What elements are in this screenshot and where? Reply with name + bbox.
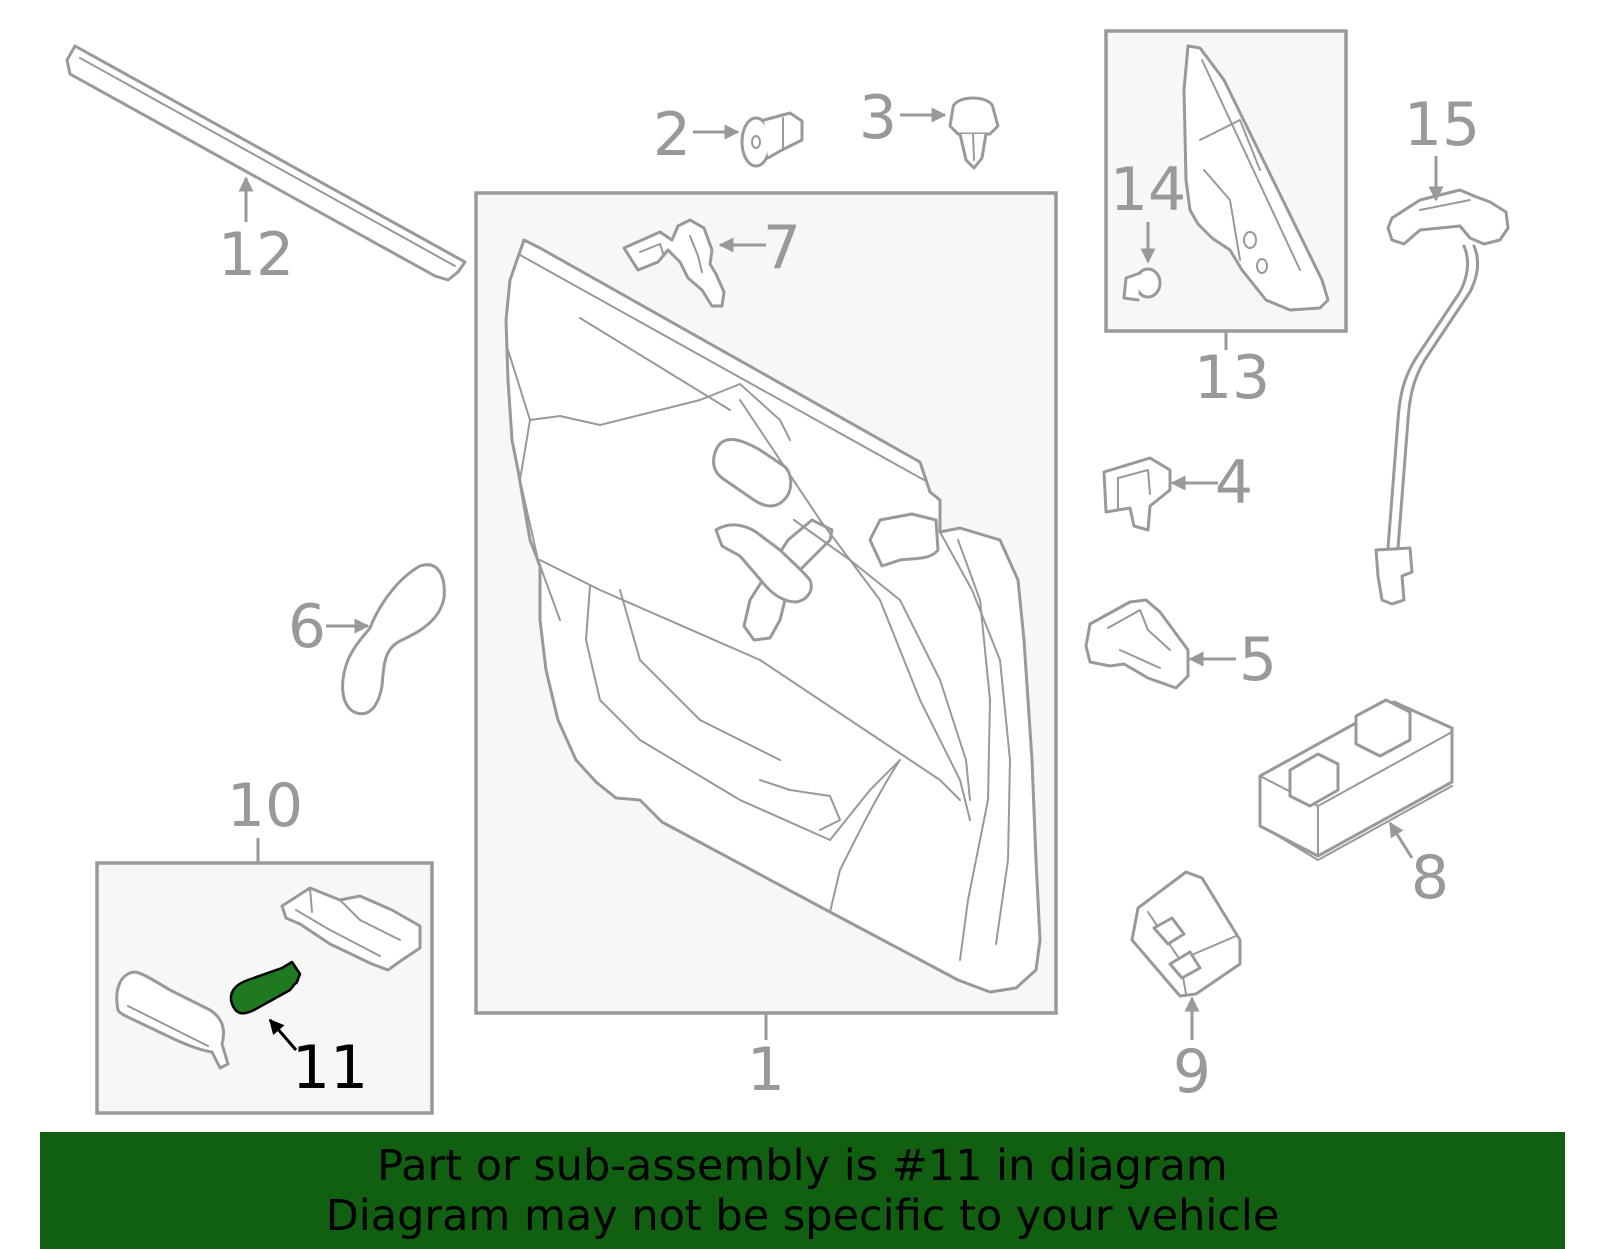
callout-9: 9 xyxy=(1173,1037,1211,1107)
part-6-pad xyxy=(341,563,446,716)
part-10-handle-base xyxy=(280,886,422,972)
callout-8: 8 xyxy=(1411,843,1449,913)
callout-12: 12 xyxy=(218,220,294,290)
leader-8 xyxy=(1388,821,1414,859)
banner-line-1: Part or sub-assembly is #11 in diagram xyxy=(377,1140,1228,1191)
leader-11 xyxy=(268,1018,298,1051)
callout-7: 7 xyxy=(763,213,801,283)
banner-line-2: Diagram may not be specific to your vehi… xyxy=(325,1190,1280,1241)
callout-3: 3 xyxy=(859,83,897,153)
callout-2: 2 xyxy=(653,100,691,170)
callout-6: 6 xyxy=(288,592,326,662)
callout-11: 11 xyxy=(292,1033,368,1103)
part-5-bracket xyxy=(1084,598,1190,690)
part-3-push-clip xyxy=(948,96,1000,170)
part-7-bracket xyxy=(622,218,726,308)
callout-4: 4 xyxy=(1215,448,1253,518)
callout-10: 10 xyxy=(227,771,303,841)
info-banner: Part or sub-assembly is #11 in diagram D… xyxy=(40,1132,1565,1249)
callout-5: 5 xyxy=(1239,625,1277,695)
part-12-weatherstrip xyxy=(65,44,467,282)
callout-15: 15 xyxy=(1404,90,1480,160)
part-13-garnish xyxy=(1182,44,1330,312)
part-9-switch xyxy=(1130,870,1242,998)
part-2-clip xyxy=(740,111,804,168)
part-14-screw xyxy=(1122,267,1162,302)
callout-1: 1 xyxy=(747,1035,785,1105)
callout-13: 13 xyxy=(1194,343,1270,413)
part-11-bulb xyxy=(229,960,302,1015)
part-4-clip xyxy=(1102,456,1172,532)
callout-14: 14 xyxy=(1110,155,1186,225)
part-10-handle-cover xyxy=(115,970,230,1070)
part-8-switch xyxy=(1258,698,1454,861)
part-1-door-trim xyxy=(504,238,1042,994)
part-15-cable xyxy=(1374,188,1510,606)
